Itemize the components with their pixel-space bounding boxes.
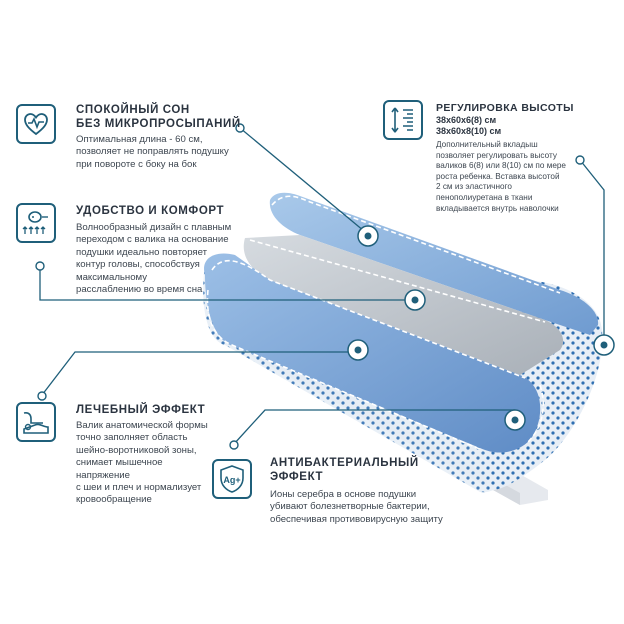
head-support-icon [16,203,56,243]
sleep-desc-line: при повороте с боку на бок [76,158,197,170]
marker-small-2 [35,261,45,271]
marker-small-5 [575,155,585,165]
neck-support-icon [16,402,56,442]
comfort-description: Волнообразный дизайн с плавным переходом… [76,222,231,296]
therapy-description: Валик анатомической формы точно заполняе… [76,420,208,507]
marker-side [593,334,615,356]
therapy-desc-line: шейно-воротниковой зоны, [76,444,197,456]
comfort-desc-line: подушки идеально повторяет [76,246,208,258]
pillow-middle-section [243,235,564,375]
height-desc-line: позволяет регулировать высоту [436,150,557,160]
comfort-desc-line: расслаблению во время сна [76,284,203,296]
height-title: РЕГУЛИРОВКА ВЫСОТЫ [436,102,574,114]
height-desc-line: Дополнительный вкладыш [436,140,538,149]
therapy-title: ЛЕЧЕБНЫЙ ЭФФЕКТ [76,404,206,416]
antibacterial-description: Ионы серебра в основе подушки убивают бо… [270,489,443,526]
height-desc-line: вкладывается внутрь наволочки [436,203,559,213]
antibacterial-desc-line: Ионы серебра в основе подушки [270,489,417,500]
comfort-title: УДОБСТВО И КОМФОРТ [76,205,225,217]
ag-badge-text: Ag+ [223,475,240,485]
height-size-2: 38х60х8(10) см [436,126,502,136]
sleep-title-line-1: СПОКОЙНЫЙ СОН [76,104,190,116]
marker-top [357,225,379,247]
height-desc-line: 2 см из эластичного [436,182,512,192]
pillow-front-roll [204,253,541,453]
comfort-desc-line: переходом с валика на основание [76,234,229,246]
height-size-1: 38х60х6(8) см [436,115,497,125]
therapy-desc-line: Валик анатомической формы [76,420,208,431]
antibacterial-desc-line: обеспечивая противовирусную защиту [270,513,443,525]
pillow-back-roll [269,192,599,335]
comfort-desc-line: максимальному [76,271,148,283]
therapy-desc-line: кровообращение [76,494,152,506]
therapy-desc-line: снимает мышечное [76,457,163,469]
height-description: Дополнительный вкладыш позволяет регулир… [436,140,566,214]
height-desc-line: пенополиуретана в ткани [436,192,533,202]
marker-dots [504,409,526,431]
marker-small-1 [235,123,245,133]
silver-ag-shield-icon: Ag+ [212,459,252,499]
sleep-title: СПОКОЙНЫЙ СОН БЕЗ МИКРОПРОСЫПАНИЙ [76,103,241,131]
height-desc-line: валиков 6(8) или 8(10) см по мере [436,161,566,171]
sleep-desc-line: Оптимальная длина - 60 см, [76,134,203,145]
antibacterial-title: АНТИБАКТЕРИАЛЬНЫЙ ЭФФЕКТ [270,456,419,484]
antibacterial-title-line-2: ЭФФЕКТ [270,471,324,483]
therapy-desc-line: с шеи и плеч и нормализует [76,482,202,494]
height-adjust-icon [383,100,423,140]
antibacterial-title-line-1: АНТИБАКТЕРИАЛЬНЫЙ [270,457,419,469]
therapy-desc-line: точно заполняет область [76,432,188,444]
comfort-desc-line: Волнообразный дизайн с плавным [76,222,232,233]
markers [35,123,615,450]
marker-front [347,339,369,361]
antibacterial-desc-line: убивают болезнетворные бактерии, [270,501,430,513]
height-sizes: 38х60х6(8) см 38х60х8(10) см [436,115,501,137]
marker-small-3 [37,391,47,401]
marker-middle [404,289,426,311]
sleep-description: Оптимальная длина - 60 см, позволяет не … [76,134,229,171]
connector-lines [39,127,605,445]
therapy-desc-line: напряжение [76,469,130,481]
heart-pulse-icon [16,104,56,144]
height-desc-line: роста ребенка. Вставка высотой [436,171,560,181]
sleep-title-line-2: БЕЗ МИКРОПРОСЫПАНИЙ [76,118,241,130]
sleep-desc-line: позволяет не поправлять подушку [76,146,229,158]
comfort-desc-line: контур головы, способствуя [76,259,200,271]
marker-small-4 [229,440,239,450]
